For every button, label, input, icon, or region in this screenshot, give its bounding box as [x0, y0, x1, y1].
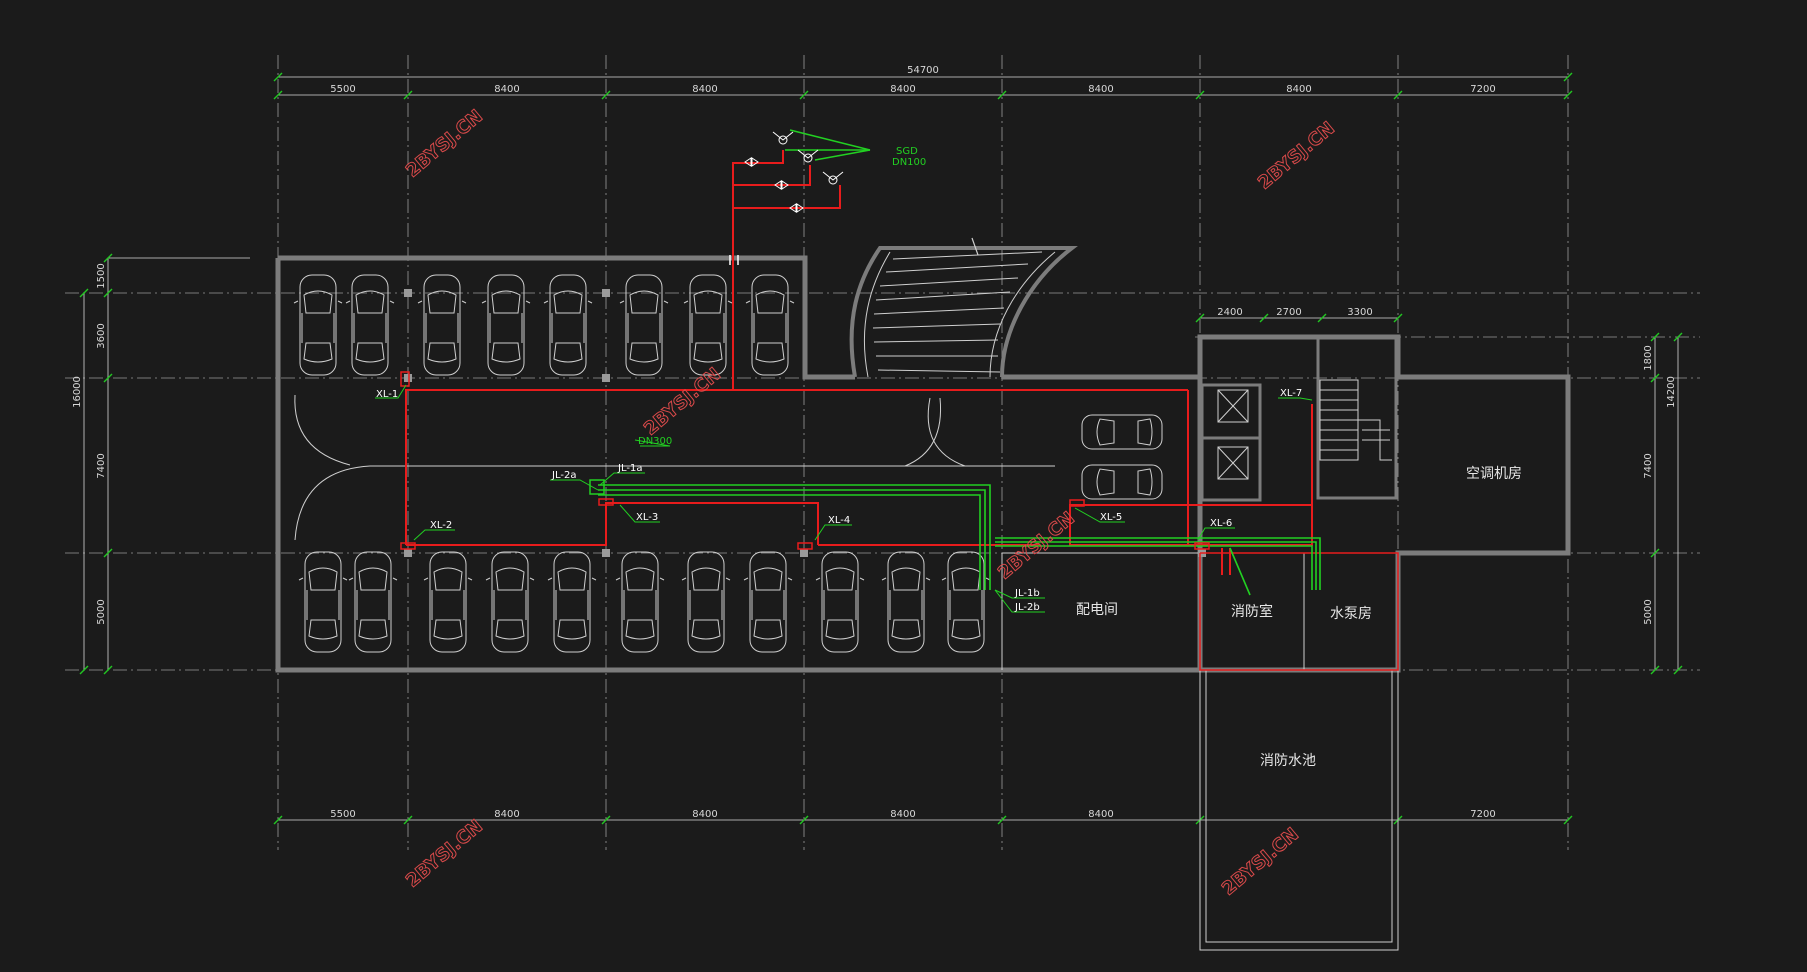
car-icon	[485, 551, 535, 653]
label-inlet-sgd: SGD	[896, 146, 918, 157]
label-xl-5: XL-5	[1100, 512, 1122, 523]
dim-right-2: 7400	[1643, 453, 1654, 478]
room-pump: 水泵房	[1330, 606, 1372, 622]
car-icon	[1081, 414, 1163, 450]
dim-left-1: 1500	[96, 263, 107, 288]
dim-left-total: 16000	[72, 376, 83, 408]
dim-right-1: 1800	[1643, 345, 1654, 370]
car-icon	[543, 274, 593, 376]
pipe-labels: XL-1 XL-2 XL-3 XL-4 XL-5 XL-6 XL-7 JL-2a…	[376, 146, 1302, 613]
car-icon	[423, 551, 473, 653]
dim-top-6: 8400	[1286, 84, 1311, 95]
car-icon	[743, 551, 793, 653]
car-icon	[681, 551, 731, 653]
car-icon	[881, 551, 931, 653]
watermark-2: 2BYSJ.CN	[1254, 118, 1339, 194]
label-jl-1b: JL-1b	[1014, 588, 1040, 599]
dimension-texts: 54700 5500 8400 8400 8400 8400 8400 7200…	[72, 65, 1677, 820]
label-xl-1: XL-1	[376, 389, 398, 400]
hydrant-markers	[400, 255, 1210, 550]
room-ac-machine: 空调机房	[1466, 466, 1522, 482]
room-fire-control: 消防室	[1231, 603, 1273, 620]
label-xl-4: XL-4	[828, 515, 850, 526]
valve-icon	[744, 131, 844, 213]
label-xl-7: XL-7	[1280, 388, 1302, 399]
car-icon	[683, 274, 733, 376]
car-icon	[298, 551, 348, 653]
car-icon	[417, 274, 467, 376]
label-jl-2a: JL-2a	[551, 470, 576, 481]
dim-bottom-3: 8400	[692, 809, 717, 820]
dim-left-2: 3600	[96, 323, 107, 348]
parking-side	[1081, 414, 1163, 500]
label-inlet-dn: DN100	[892, 157, 926, 168]
dim-top-4: 8400	[890, 84, 915, 95]
label-xl-2: XL-2	[430, 520, 452, 531]
car-icon	[619, 274, 669, 376]
watermark-6: 2BYSJ.CN	[1218, 824, 1303, 900]
building-walls	[275, 255, 1571, 673]
dim-right-total: 14200	[1666, 376, 1677, 408]
dim-top-7: 7200	[1470, 84, 1495, 95]
core-walls	[1200, 336, 1398, 502]
car-icon	[615, 551, 665, 653]
dim-top-5: 8400	[1088, 84, 1113, 95]
watermark-3: 2BYSJ.CN	[640, 364, 725, 440]
room-electrical: 配电间	[1076, 602, 1118, 618]
stair-icon	[1319, 379, 1392, 461]
car-icon	[345, 274, 395, 376]
dim-bottom-2: 8400	[494, 809, 519, 820]
car-icon	[481, 274, 531, 376]
car-icon	[941, 551, 991, 653]
dimension-ticks	[79, 72, 1683, 825]
dim-left-4: 5000	[96, 599, 107, 624]
room-fire-pool: 消防水池	[1260, 753, 1316, 769]
car-icon	[745, 274, 795, 376]
room-labels: 配电间 消防室 水泵房 空调机房 消防水池	[1076, 466, 1522, 769]
car-icon	[348, 551, 398, 653]
parking-top-row	[293, 274, 795, 376]
drive-aisle-arcs	[294, 394, 1055, 541]
dim-core-1: 2400	[1217, 307, 1242, 318]
dim-bottom-6: 7200	[1470, 809, 1495, 820]
ramp-stair-icon	[849, 237, 1078, 378]
dim-top-3: 8400	[692, 84, 717, 95]
dim-bottom-1: 5500	[330, 809, 355, 820]
dim-overall: 54700	[907, 65, 939, 76]
dim-core-2: 2700	[1276, 307, 1301, 318]
elevator-icon	[1217, 389, 1249, 480]
leader-lines	[375, 384, 1313, 613]
dim-top-1: 5500	[330, 84, 355, 95]
label-jl-1a: JL-1a	[617, 463, 642, 474]
dim-core-3: 3300	[1347, 307, 1372, 318]
water-pipes	[598, 129, 1321, 596]
inner-walls	[1001, 552, 1399, 951]
watermark-1: 2BYSJ.CN	[402, 106, 487, 182]
parking-bottom-row	[298, 551, 991, 653]
fire-pipes	[405, 150, 1399, 671]
label-xl-3: XL-3	[636, 512, 658, 523]
car-icon	[293, 274, 343, 376]
dimension-lines	[83, 76, 1679, 821]
label-jl-2b: JL-2b	[1014, 602, 1040, 613]
dim-right-3: 5000	[1643, 599, 1654, 624]
label-dn300: DN300	[638, 436, 672, 447]
dim-top-2: 8400	[494, 84, 519, 95]
axis-grid	[65, 55, 1700, 850]
dim-left-3: 7400	[96, 453, 107, 478]
watermark-5: 2BYSJ.CN	[402, 816, 487, 892]
car-icon	[1081, 464, 1163, 500]
label-xl-6: XL-6	[1210, 518, 1232, 529]
dim-bottom-4: 8400	[890, 809, 915, 820]
dim-bottom-5: 8400	[1088, 809, 1113, 820]
car-icon	[815, 551, 865, 653]
car-icon	[547, 551, 597, 653]
